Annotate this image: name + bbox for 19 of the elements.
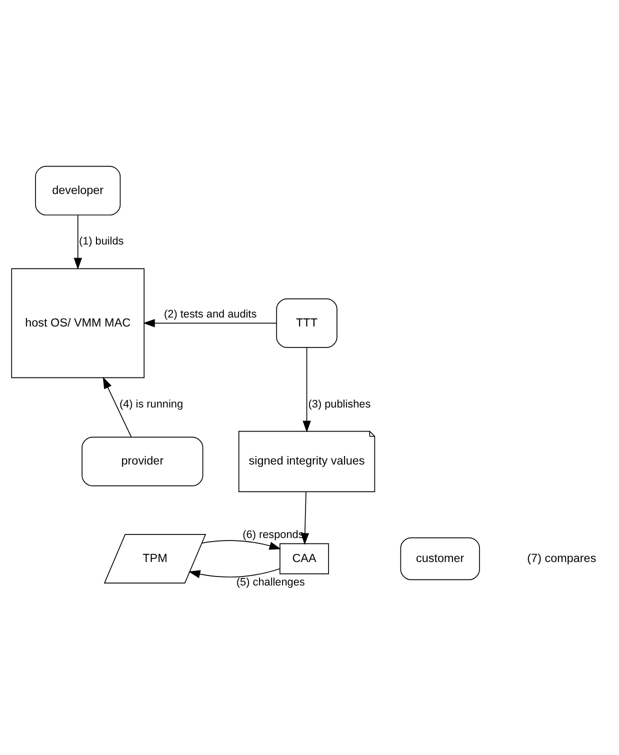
node-box: CAA: [280, 543, 329, 574]
arrow: [74, 214, 82, 270]
node-box: provider: [82, 436, 204, 486]
edge-label: (2) tests and audits: [164, 308, 257, 321]
arrow: [102, 376, 132, 438]
edge-label: (4) is running: [119, 398, 184, 410]
arrow: [188, 568, 280, 578]
node-box: developer: [35, 166, 121, 216]
arrow: [202, 540, 282, 550]
arrow: [302, 347, 311, 433]
edge-label: (1) builds: [78, 236, 124, 248]
edge-label: (5) challenges: [236, 576, 305, 589]
node-box: host OS/ VMM MAC: [11, 268, 145, 378]
edge-label: (3) publishes: [308, 398, 371, 410]
node-box: TTT: [276, 298, 338, 348]
node-box: customer: [400, 537, 480, 580]
arrow: [143, 319, 277, 328]
arrow: [300, 491, 310, 545]
label: (7) compares: [527, 552, 596, 565]
